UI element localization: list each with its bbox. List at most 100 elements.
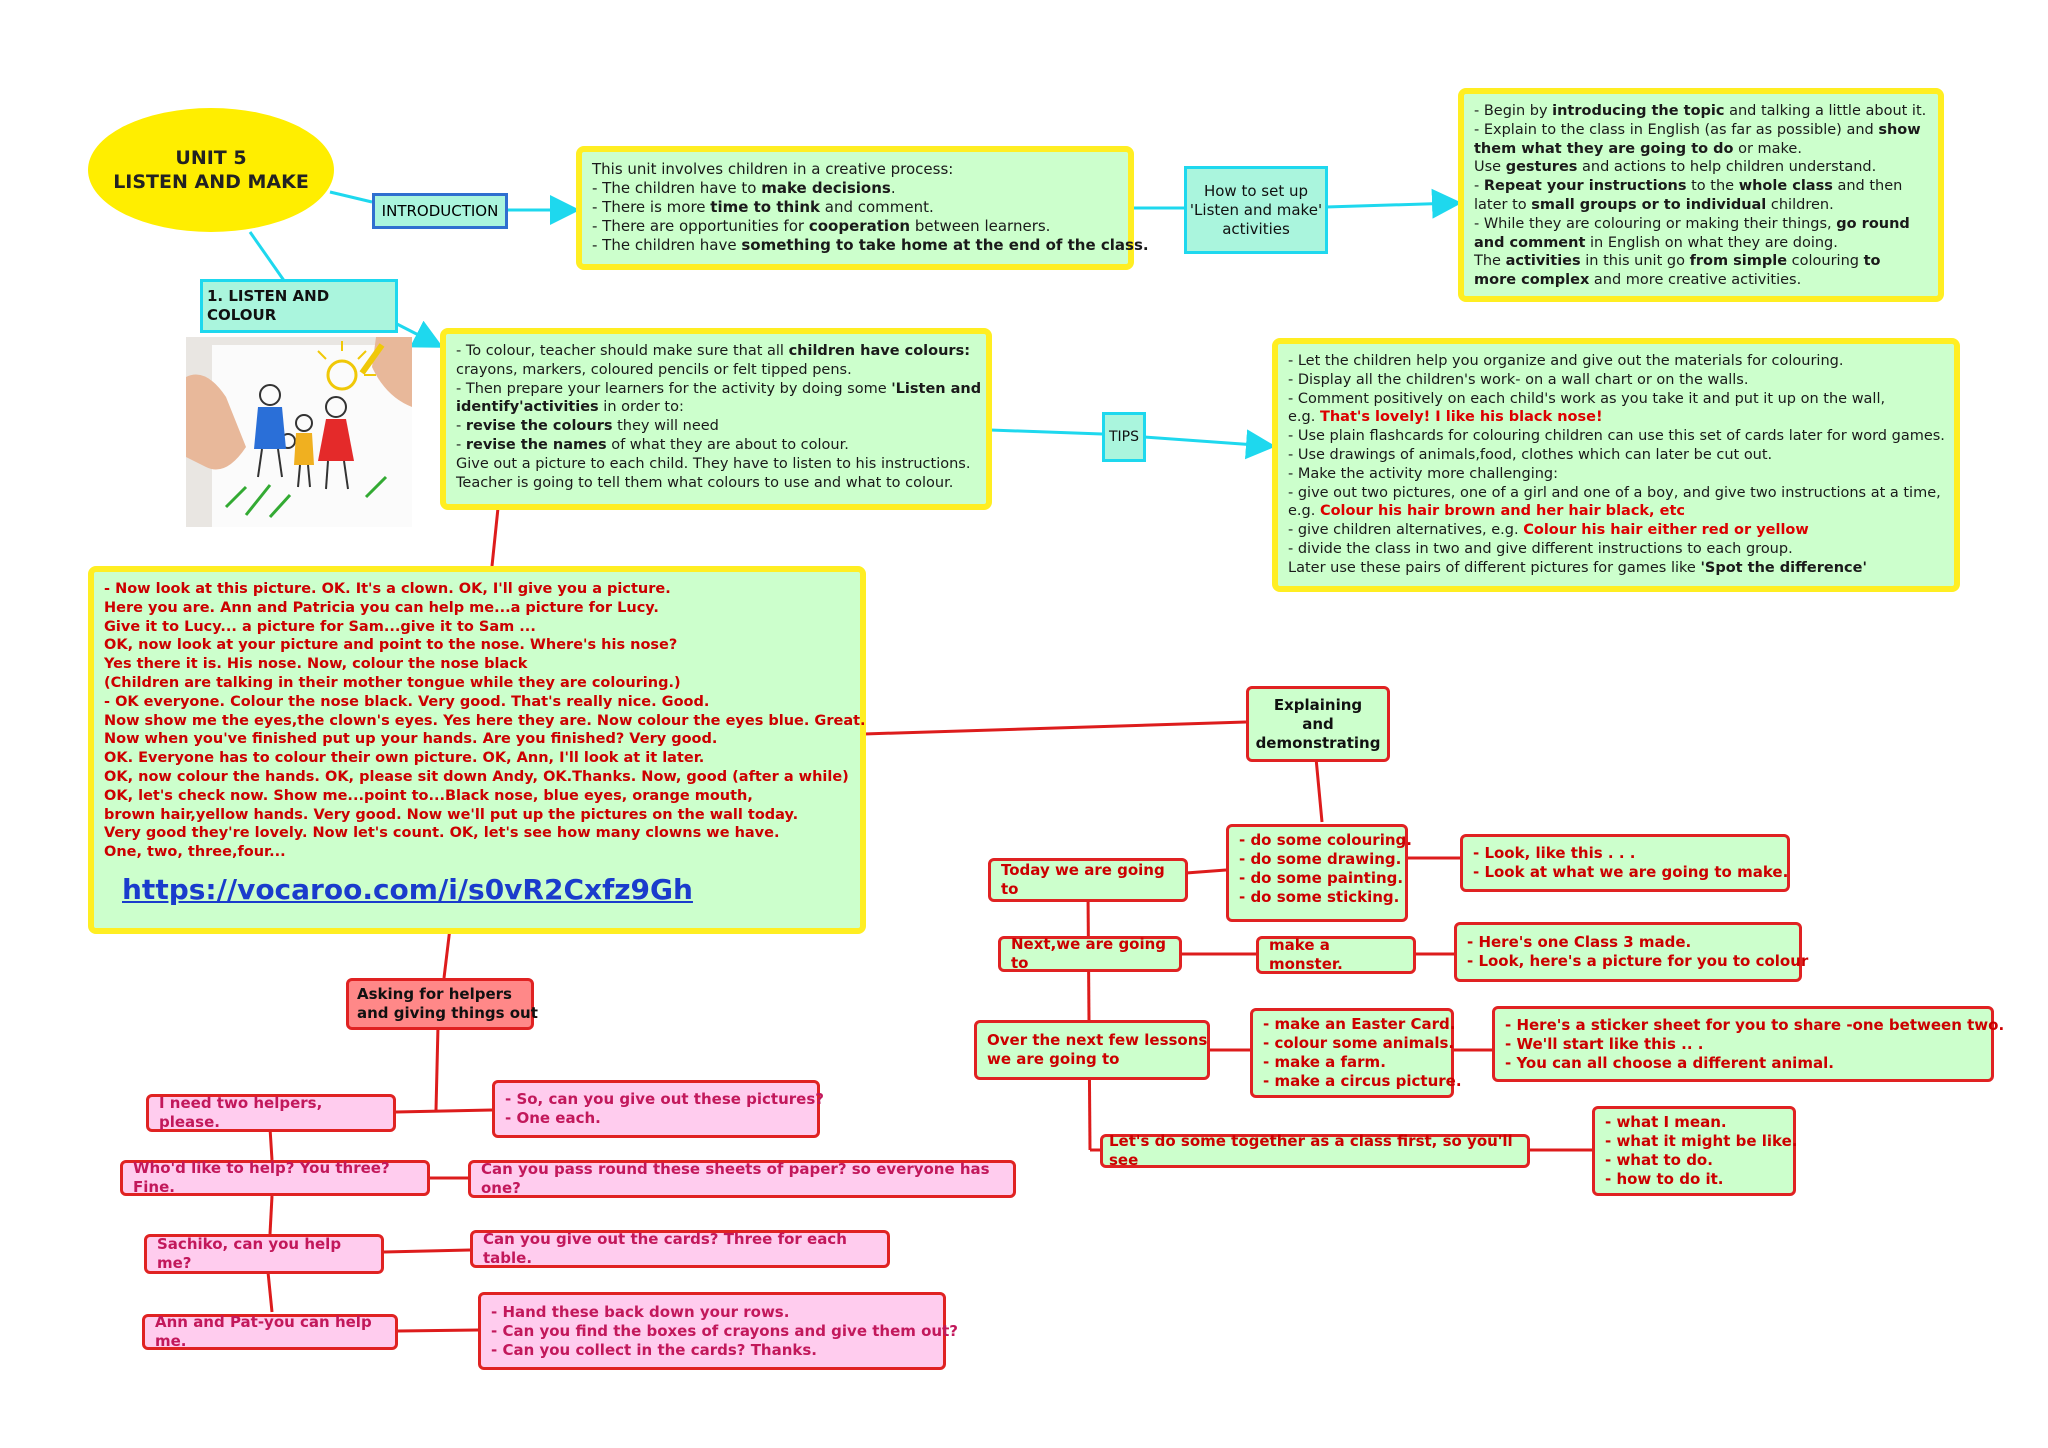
helper-reply-text: Can you give out the cards? Three for ea… [483,1230,847,1267]
colour-l6a: - [456,436,466,453]
helper-ask-2: Who'd like to help? You three? Fine. [120,1159,430,1196]
today-node: Today we are going to [988,858,1188,902]
clown-line: OK, now colour the hands. OK, please sit… [104,768,849,785]
colour-l5b: revise the colours [465,418,613,435]
helper-ask-1: I need two helpers, please. [146,1094,396,1132]
mean-item: - what it might be like. [1605,1132,1798,1150]
begin-l7a: - While they are colouring or making the… [1474,215,1837,232]
mean-item: - how to do it. [1605,1170,1724,1188]
listen-colour-label: 1. LISTEN AND COLOUR [207,287,330,324]
helper-reply-3: Can you give out the cards? Three for ea… [470,1230,890,1268]
intro-line-3a: - There is more [592,198,711,216]
class3-item: - Look, here's a picture for you to colo… [1467,952,1809,970]
intro-line-2c: . [890,179,896,197]
begin-l1a: - Begin by [1474,103,1553,119]
monster-node: make a monster. [1256,936,1416,974]
helper-reply-text: - So, can you give out these pictures? [505,1090,824,1108]
introduction-label: INTRODUCTION [381,201,499,220]
begin-l9b: activities [1505,253,1581,270]
helper-reply-text: - Hand these back down your rows. [491,1302,790,1321]
begin-l6c: children. [1766,196,1834,213]
asking-line-1: Asking for helpers [357,985,512,1003]
intro-line-4b: cooperation [808,217,911,235]
clown-line: OK, now look at your picture and point t… [104,637,678,654]
colour-l8: Teacher is going to tell them what colou… [456,474,954,491]
tips-box: - Let the children help you organize and… [1272,338,1960,592]
colour-l1a: - To colour, teacher should make sure th… [456,343,789,359]
over-node: Over the next few lessons we are going t… [974,1020,1210,1080]
vocaroo-link[interactable]: https://vocaroo.com/i/s0vR2Cxfz9Gh [122,872,693,906]
helper-reply-text: Can you pass round these sheets of paper… [481,1160,990,1197]
begin-l2a: - Explain to the class in English (as fa… [1474,121,1879,138]
begin-l4c: and actions to help children understand. [1577,159,1877,176]
tips-l2: - Display all the children's work- on a … [1288,371,1749,388]
helper-reply-4: - Hand these back down your rows. - Can … [478,1292,958,1370]
tips-l5: - Use plain flashcards for colouring chi… [1288,428,1945,445]
do-item: - do some sticking. [1239,888,1400,906]
begin-l7b: go round [1836,215,1910,232]
begin-l5e: and then [1832,178,1903,195]
look-item: - Look at what we are going to make. [1473,863,1789,881]
colour-l4b: in order to: [598,399,684,416]
tips-l8: - give out two pictures, one of a girl a… [1288,484,1941,501]
clown-line: - OK everyone. Colour the nose black. Ve… [104,693,710,710]
helper-ask-text: Ann and Pat-you can help me. [155,1313,372,1350]
clown-line: Give it to Lucy... a picture for Sam...g… [104,618,536,635]
setup-line-1: How to set up [1203,181,1309,200]
tips-l3: - Comment positively on each child's wor… [1288,390,1886,407]
look-node: - Look, like this . . . - Look at what w… [1460,834,1790,892]
tips-l9b: Colour his hair brown and her hair black… [1319,503,1685,520]
begin-l8a: and comment [1474,234,1586,251]
child-drawing-image [186,337,412,527]
colour-l5a: - [456,418,466,435]
tips-l11: - divide the class in two and give diffe… [1288,540,1793,557]
clown-line: Very good they're lovely. Now let's coun… [104,825,780,842]
begin-l6a: later to [1474,196,1532,213]
begin-l4b: gestures [1505,159,1578,176]
colour-l3a: - Then prepare your learners for the act… [456,380,892,397]
begin-l5a: - [1474,178,1484,195]
intro-line-5a: - The children have [592,236,742,254]
colour-instructions-box: - To colour, teacher should make sure th… [440,328,992,510]
over-line-2: we are going to [987,1050,1120,1068]
clown-line: (Children are talking in their mother to… [104,674,681,691]
colour-l3b: 'Listen and [891,380,982,397]
clown-line: OK. Everyone has to colour their own pic… [104,750,705,767]
do-list-node: - do some colouring. - do some drawing. … [1226,824,1412,922]
unit-title-line1: UNIT 5 [175,147,247,169]
helper-ask-text: I need two helpers, please. [159,1094,323,1131]
intro-line-3c: and comment. [819,198,934,216]
begin-l9c: in this unit go [1580,253,1690,270]
begin-l3b: or make. [1733,140,1802,157]
helper-ask-4: Ann and Pat-you can help me. [142,1313,398,1350]
unit-title-ellipse: UNIT 5 LISTEN AND MAKE [88,108,334,232]
today-label: Today we are going to [1001,861,1165,898]
tips-l4b: That's lovely! I like his black nose! [1319,409,1603,426]
asking-node: Asking for helpers and giving things out [346,978,538,1030]
begin-l9e: colouring [1787,253,1864,270]
begin-l9d: from simple [1689,253,1788,270]
class3-node: - Here's one Class 3 made. - Look, here'… [1454,922,1809,982]
colour-l6b: revise the names [465,436,607,453]
next-node: Next,we are going to [998,935,1182,972]
tips-l6: - Use drawings of animals,food, clothes … [1288,446,1773,463]
sticker-item: - We'll start like this .. . [1505,1034,1704,1053]
do-item: - do some drawing. [1239,850,1402,868]
setup-line-2: 'Listen and make' [1189,200,1323,219]
begin-l5c: to the [1686,178,1739,195]
explain-line-2: and [1302,714,1334,733]
tips-l7: - Make the activity more challenging: [1288,465,1559,482]
setup-node: How to set up 'Listen and make' activiti… [1184,166,1328,254]
intro-line-2a: - The children have to [592,179,762,197]
listen-colour-node: 1. LISTEN AND COLOUR [200,279,398,333]
begin-l5d: whole class [1738,178,1833,195]
sticker-item: - You can all choose a different animal. [1505,1053,1834,1072]
monster-label: make a monster. [1269,936,1343,973]
helper-reply-text: - Can you collect in the cards? Thanks. [491,1340,818,1359]
class3-item: - Here's one Class 3 made. [1467,933,1692,951]
mean-item: - what I mean. [1605,1113,1727,1131]
together-node: Let's do some together as a class first,… [1100,1132,1530,1169]
tips-l1: - Let the children help you organize and… [1288,353,1844,369]
begin-l1b: introducing the topic [1552,103,1725,119]
clown-line: brown hair,yellow hands. Very good. Now … [104,806,799,823]
